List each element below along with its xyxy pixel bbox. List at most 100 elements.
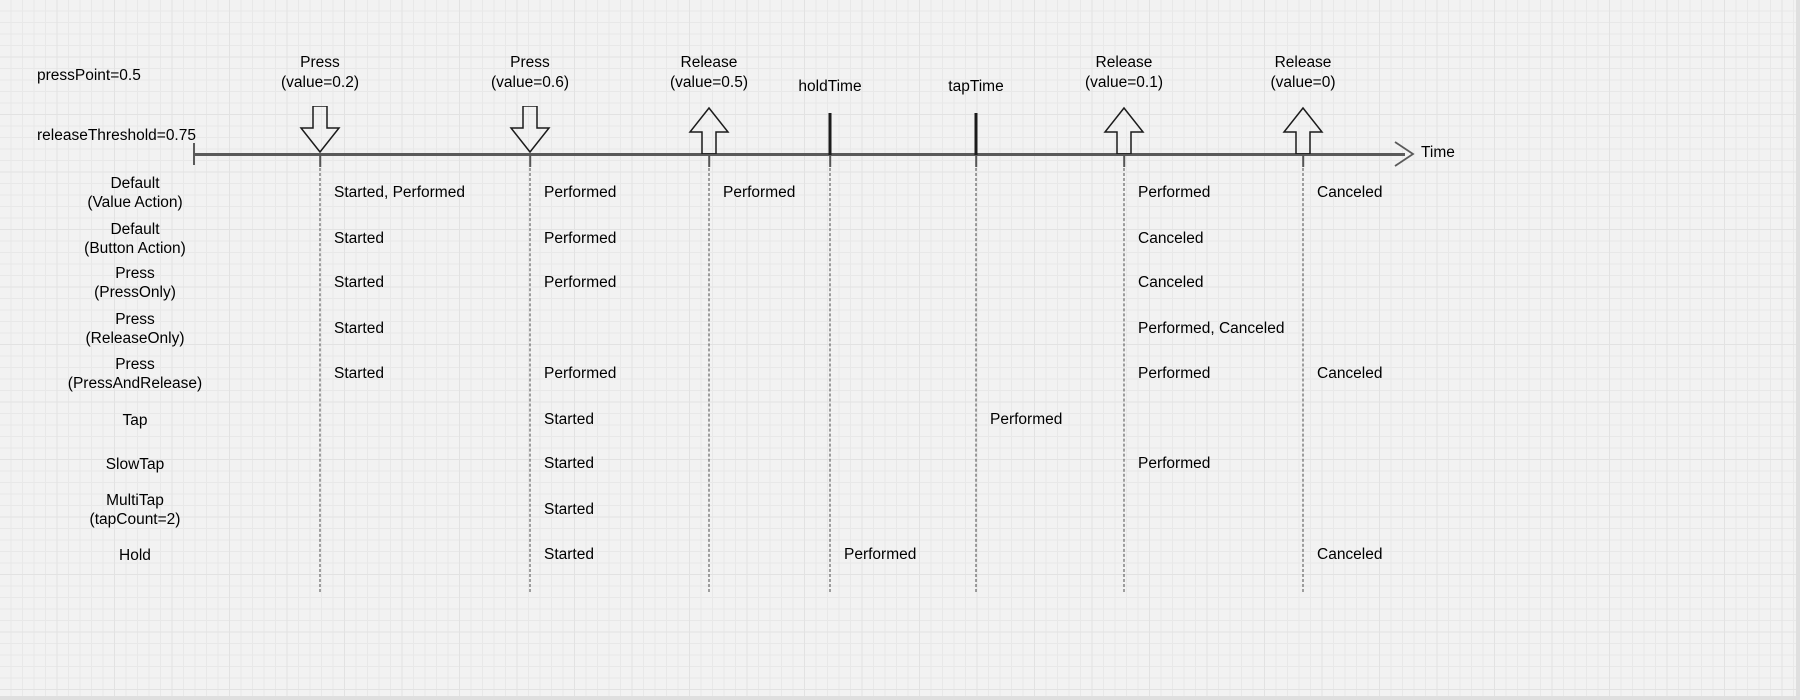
row-label-line2: (PressAndRelease) xyxy=(67,375,203,392)
release-arrow-up-icon xyxy=(683,106,735,154)
event-label-line1: tapTime xyxy=(948,78,1004,95)
row-label-line1: MultiTap xyxy=(106,492,164,509)
table-row: MultiTap (tapCount=2) Started xyxy=(0,488,1800,533)
cell-default-button-action-press-06: Performed xyxy=(544,230,617,247)
row-label-tap: Tap xyxy=(0,411,270,430)
timeline-arrow-icon xyxy=(1393,140,1417,168)
cell-default-button-action-press-02: Started xyxy=(334,230,384,247)
time-threshold-bar-hold-time xyxy=(828,113,832,155)
table-row: Press (PressAndRelease) Started Performed Pe… xyxy=(0,352,1800,397)
event-label-tap-time: tapTime xyxy=(948,77,1003,97)
event-label-line1: Release xyxy=(680,54,738,71)
axis-tick-release-00 xyxy=(1302,155,1304,167)
table-row: Default (Value Action) Started, Performed P… xyxy=(0,171,1800,216)
cell-default-value-action-press-06: Performed xyxy=(544,184,617,201)
row-label-line1: SlowTap xyxy=(105,456,165,473)
table-row: SlowTap Started Performed xyxy=(0,442,1800,487)
cell-default-value-action-release-05: Performed xyxy=(723,184,796,201)
axis-tick-hold-time xyxy=(829,155,831,167)
row-label-line1: Tap xyxy=(122,412,148,429)
event-label-line1: Release xyxy=(1095,54,1153,71)
cell-press-pressandrelease-release-01: Performed xyxy=(1138,365,1211,382)
row-label-line1: Hold xyxy=(119,547,151,564)
cell-press-pressandrelease-release-00: Canceled xyxy=(1317,365,1383,382)
guide-line-press-06 xyxy=(529,168,531,592)
parameter-note: pressPoint=0.5 releaseThreshold=0.75 xyxy=(37,26,196,186)
row-label-hold: Hold xyxy=(0,546,270,565)
event-label-press-06: Press(value=0.6) xyxy=(491,53,569,93)
event-label-line1: Release xyxy=(1274,54,1332,71)
guide-line-hold-time xyxy=(829,168,831,592)
axis-tick-release-05 xyxy=(708,155,710,167)
parameter-presspoint: pressPoint=0.5 xyxy=(37,67,141,84)
row-label-line1: Default xyxy=(110,221,160,238)
row-label-line2: (PressOnly) xyxy=(94,284,176,301)
cell-default-value-action-release-00: Canceled xyxy=(1317,184,1383,201)
timeline-axis-start-cap xyxy=(193,143,195,165)
parameter-releasethreshold: releaseThreshold=0.75 xyxy=(37,127,196,144)
row-label-line2: (ReleaseOnly) xyxy=(85,330,185,347)
release-arrow-up-icon xyxy=(1277,106,1329,154)
table-row: Press (PressOnly) Started Performed Canceled xyxy=(0,261,1800,306)
page-edge-bottom xyxy=(0,696,1800,700)
row-label-press-releaseonly: Press (ReleaseOnly) xyxy=(0,310,270,348)
row-label-press-pressandrelease: Press (PressAndRelease) xyxy=(0,355,270,393)
row-label-line2: (tapCount=2) xyxy=(89,511,181,528)
cell-slowtap-press-06: Started xyxy=(544,455,594,472)
table-row: Hold Started Performed Canceled xyxy=(0,533,1800,578)
cell-press-releaseonly-press-02: Started xyxy=(334,320,384,337)
cell-press-pressonly-release-01: Canceled xyxy=(1138,274,1204,291)
press-arrow-down-icon xyxy=(294,106,346,154)
row-label-default-button-action: Default (Button Action) xyxy=(0,220,270,258)
event-label-hold-time: holdTime xyxy=(798,77,861,97)
row-label-multitap: MultiTap (tapCount=2) xyxy=(0,491,270,529)
row-label-line1: Press xyxy=(115,356,155,373)
axis-tick-press-06 xyxy=(529,155,531,167)
cell-press-pressonly-press-02: Started xyxy=(334,274,384,291)
row-label-line1: Default xyxy=(110,175,160,192)
cell-tap-press-06: Started xyxy=(544,411,594,428)
event-label-line2: (value=0.6) xyxy=(491,74,569,91)
event-label-line1: holdTime xyxy=(798,78,862,95)
guide-line-release-01 xyxy=(1123,168,1125,592)
cell-hold-press-06: Started xyxy=(544,546,594,563)
event-label-line2: (value=0) xyxy=(1270,74,1336,91)
event-label-line1: Press xyxy=(300,54,340,71)
page-edge-right xyxy=(1796,0,1800,700)
guide-line-press-02 xyxy=(319,168,321,592)
event-label-release-01: Release (value=0.1) xyxy=(1085,53,1163,93)
axis-tick-tap-time xyxy=(975,155,977,167)
guide-line-tap-time xyxy=(975,168,977,592)
cell-press-pressandrelease-press-06: Performed xyxy=(544,365,617,382)
cell-press-pressandrelease-press-02: Started xyxy=(334,365,384,382)
row-label-line2: (Value Action) xyxy=(87,194,183,211)
event-label-press-02: Press (value=0.2) xyxy=(281,53,359,93)
row-label-slowtap: SlowTap xyxy=(0,455,270,474)
cell-hold-release-00: Canceled xyxy=(1317,546,1383,563)
axis-tick-press-02 xyxy=(319,155,321,167)
event-label-release-05: Release (value=0.5) xyxy=(670,53,748,93)
timeline-axis-line xyxy=(193,153,1405,156)
cell-hold-hold-time: Performed xyxy=(844,546,917,563)
row-label-line1: Press xyxy=(115,311,155,328)
cell-slowtap-release-01: Performed xyxy=(1138,455,1211,472)
event-label-line2: (value=0.1) xyxy=(1085,74,1163,91)
event-label-line2: (value=0.2) xyxy=(281,74,359,91)
cell-press-pressonly-press-06: Performed xyxy=(544,274,617,291)
release-arrow-up-icon xyxy=(1098,106,1150,154)
table-row: Tap Started Performed xyxy=(0,398,1800,443)
row-label-line1: Press xyxy=(115,265,155,282)
cell-default-value-action-press-02: Started, Performed xyxy=(334,184,465,201)
guide-line-release-00 xyxy=(1302,168,1304,592)
event-label-line2: (value=0.5) xyxy=(670,74,748,91)
cell-tap-tap-time: Performed xyxy=(990,411,1063,428)
row-label-press-pressonly: Press (PressOnly) xyxy=(0,264,270,302)
press-arrow-down-icon xyxy=(504,106,556,154)
cell-multitap-press-06: Started xyxy=(544,501,594,518)
row-label-line2: (Button Action) xyxy=(84,240,186,257)
axis-tick-release-01 xyxy=(1123,155,1125,167)
row-label-default-value-action: Default (Value Action) xyxy=(0,174,270,212)
